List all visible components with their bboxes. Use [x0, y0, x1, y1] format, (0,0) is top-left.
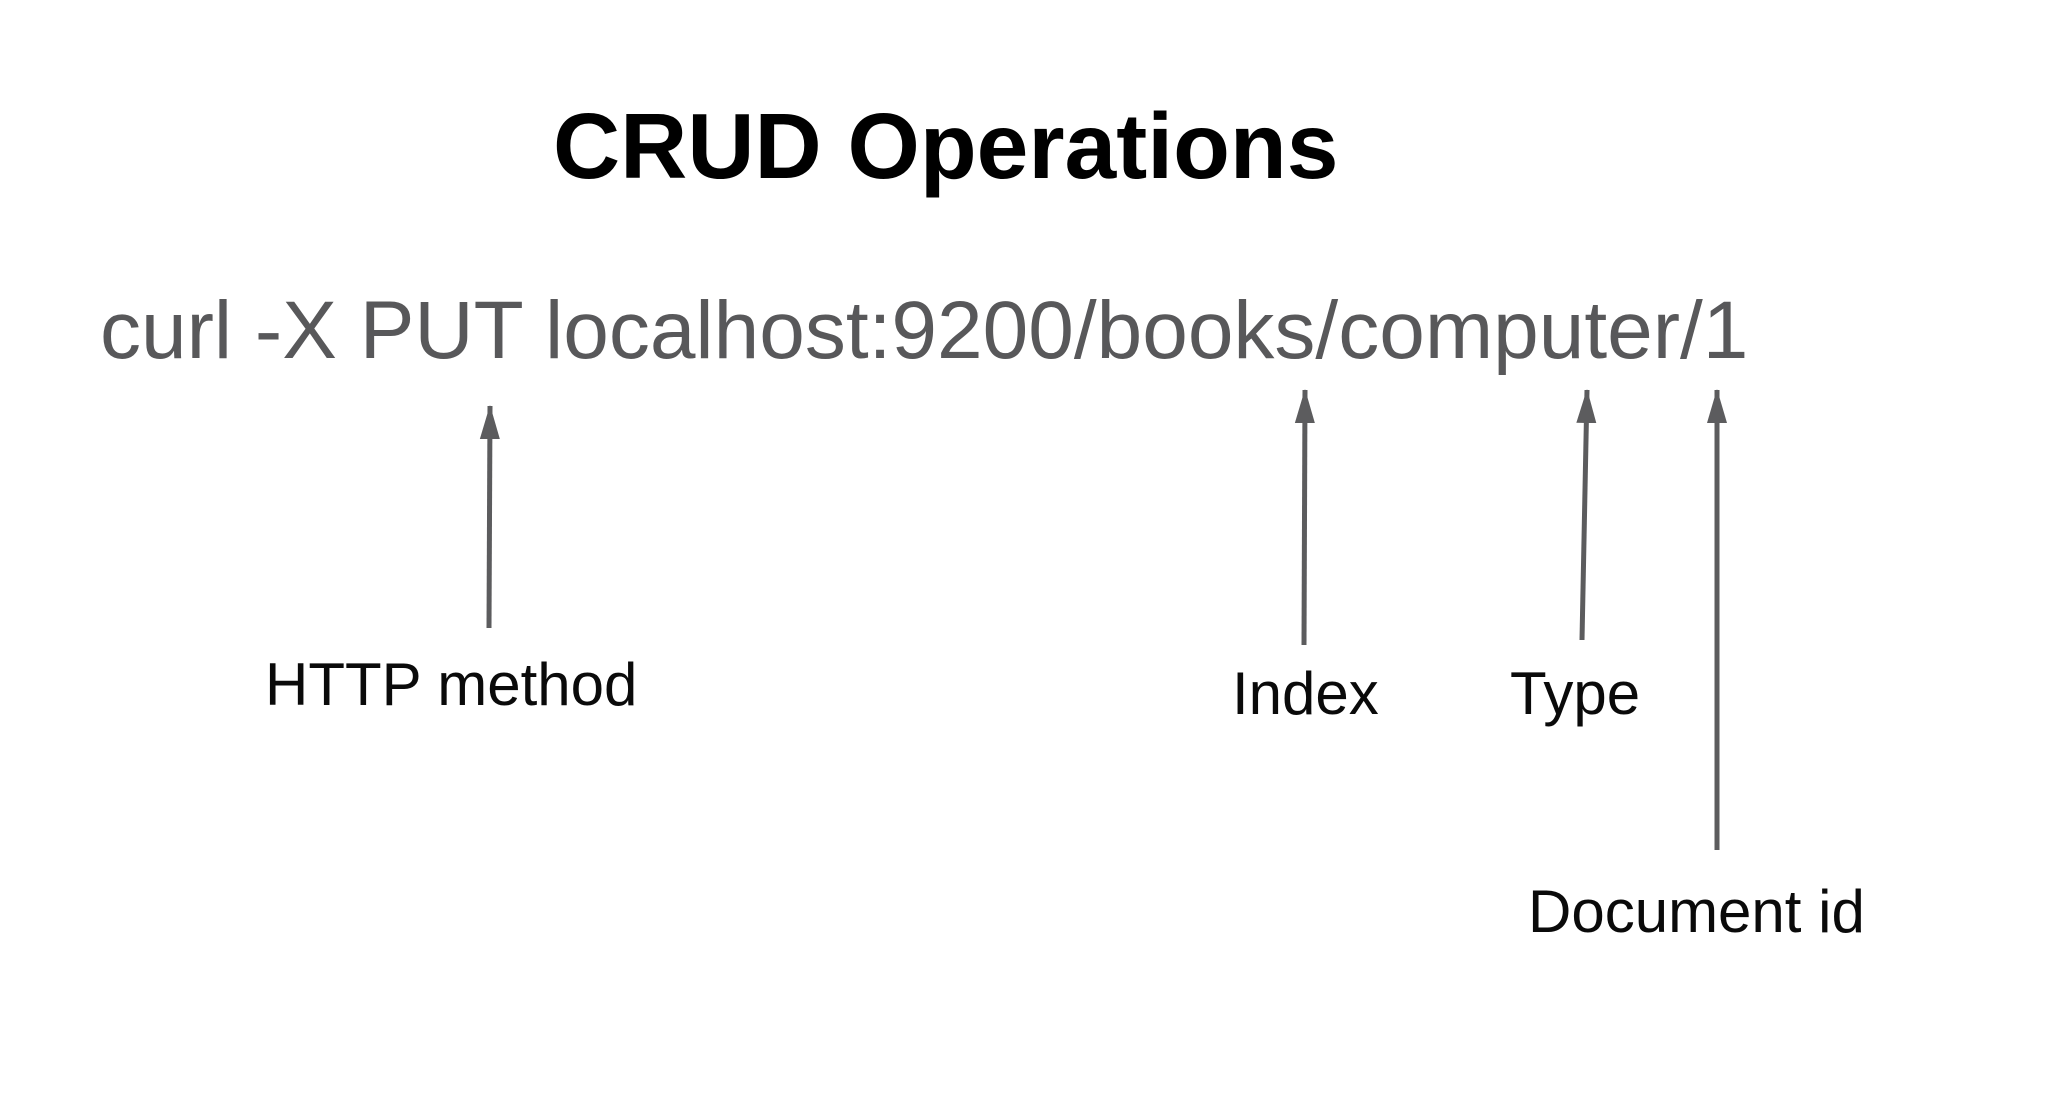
http-method-label: HTTP method — [265, 651, 638, 718]
document-id-label: Document id — [1528, 878, 1865, 945]
http-method-arrow-icon — [479, 405, 500, 629]
index-arrow-icon — [1294, 389, 1315, 646]
index-label: Index — [1232, 660, 1379, 727]
page-title: CRUD Operations — [553, 94, 1339, 198]
type-label: Type — [1510, 660, 1641, 727]
type-arrow-icon — [1576, 389, 1597, 641]
curl-command-text: curl -X PUT localhost:9200/books/compute… — [100, 285, 1749, 376]
